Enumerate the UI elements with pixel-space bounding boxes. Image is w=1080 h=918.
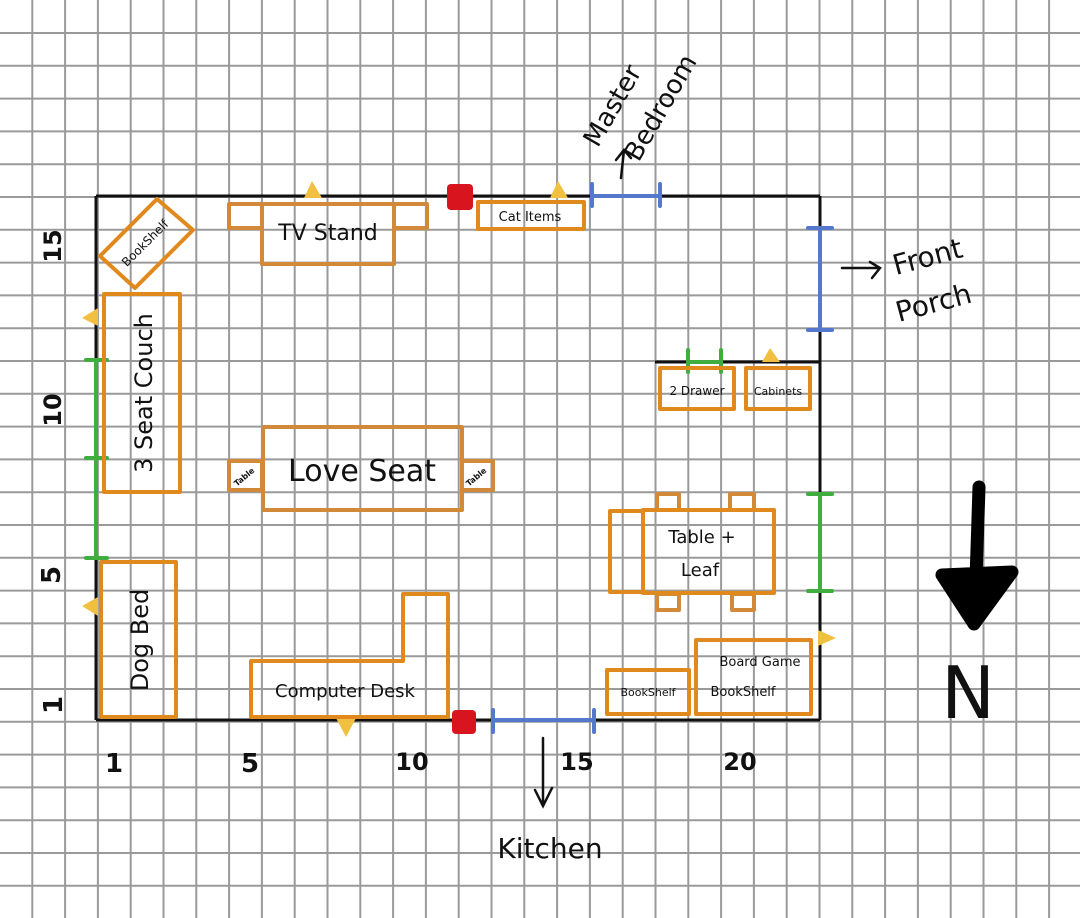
outlet-icon — [762, 348, 780, 362]
windows — [84, 348, 834, 593]
board-game-label-1: Board Game — [719, 655, 800, 670]
porch-label: Porch — [892, 277, 975, 329]
door-master-bedroom[interactable] — [590, 182, 662, 208]
compass-label: N — [941, 651, 995, 735]
bookshelf-corner[interactable]: BookShelf — [98, 197, 195, 290]
x-label-10: 10 — [395, 748, 428, 776]
kitchen-text: Kitchen — [497, 832, 602, 865]
arrow-down-icon — [533, 736, 554, 809]
tv-stand-label: TV Stand — [277, 221, 377, 246]
cabinets-label: Cabinets — [754, 385, 803, 398]
x-label-15: 15 — [560, 748, 593, 776]
love-seat-label: Love Seat — [288, 454, 436, 489]
y-label-10: 10 — [39, 393, 67, 426]
dining-table-label-2: Leaf — [681, 560, 720, 581]
outlet-icon — [82, 308, 98, 326]
outlets — [82, 181, 836, 737]
side-table-right-label: Table — [464, 466, 488, 489]
compass-arrow-icon — [935, 480, 1019, 631]
axis-labels: 1 5 10 15 20 1 5 10 15 — [37, 229, 757, 779]
room-labels: Master Bedroom Front Porch Kitchen — [497, 50, 975, 865]
kitchen-label: Kitchen — [497, 736, 603, 865]
x-label-5: 5 — [241, 749, 259, 779]
two-drawer-label: 2 Drawer — [669, 384, 724, 398]
compass: N — [935, 480, 1019, 735]
furniture: BookShelf TV Stand Cat Items 3 Seat Couc… — [98, 197, 813, 719]
window-east — [806, 492, 834, 593]
y-label-15: 15 — [39, 229, 67, 262]
x-label-1: 1 — [105, 749, 123, 779]
two-drawer[interactable]: 2 Drawer — [658, 366, 736, 411]
outlet-icon — [82, 597, 98, 616]
outlet-icon — [336, 718, 356, 737]
front-porch-label: Front Porch — [840, 232, 975, 329]
bookshelf-south[interactable]: BookShelf — [605, 668, 691, 716]
dining-table-label-1: Table + — [667, 527, 735, 548]
front-label: Front — [889, 232, 966, 282]
computer-desk[interactable]: Computer Desk — [249, 592, 450, 719]
outlet-icon — [818, 630, 836, 646]
board-game-bookshelf[interactable]: Board Game BookShelf — [694, 638, 813, 716]
dog-bed[interactable]: Dog Bed — [99, 560, 178, 719]
side-table-left-label: Table — [232, 466, 256, 489]
y-label-1: 1 — [39, 696, 69, 714]
master-bedroom-label: Master Bedroom — [578, 50, 703, 180]
vent-south — [452, 710, 476, 734]
dog-bed-label: Dog Bed — [126, 589, 154, 692]
cabinets[interactable]: Cabinets — [744, 366, 812, 411]
arrow-up-icon — [614, 148, 633, 180]
couch-label: 3 Seat Couch — [130, 313, 158, 473]
tv-stand[interactable]: TV Stand — [227, 202, 429, 266]
y-label-5: 5 — [37, 566, 67, 584]
bookshelf-south-label: BookShelf — [620, 686, 676, 699]
dining-table[interactable]: Table + Leaf — [608, 492, 776, 612]
outlet-icon — [550, 181, 568, 198]
doors — [491, 182, 834, 734]
door-kitchen[interactable] — [491, 708, 596, 734]
computer-desk-label: Computer Desk — [275, 681, 416, 702]
x-label-20: 20 — [723, 748, 756, 776]
board-game-label-2: BookShelf — [710, 685, 775, 700]
cat-items[interactable]: Cat Items — [476, 200, 586, 231]
door-front-porch[interactable] — [806, 226, 834, 332]
arrow-right-icon — [840, 260, 882, 280]
vent-north — [447, 184, 473, 210]
three-seat-couch[interactable]: 3 Seat Couch — [102, 292, 182, 494]
outlet-icon — [304, 181, 322, 198]
cat-items-label: Cat Items — [499, 210, 562, 225]
